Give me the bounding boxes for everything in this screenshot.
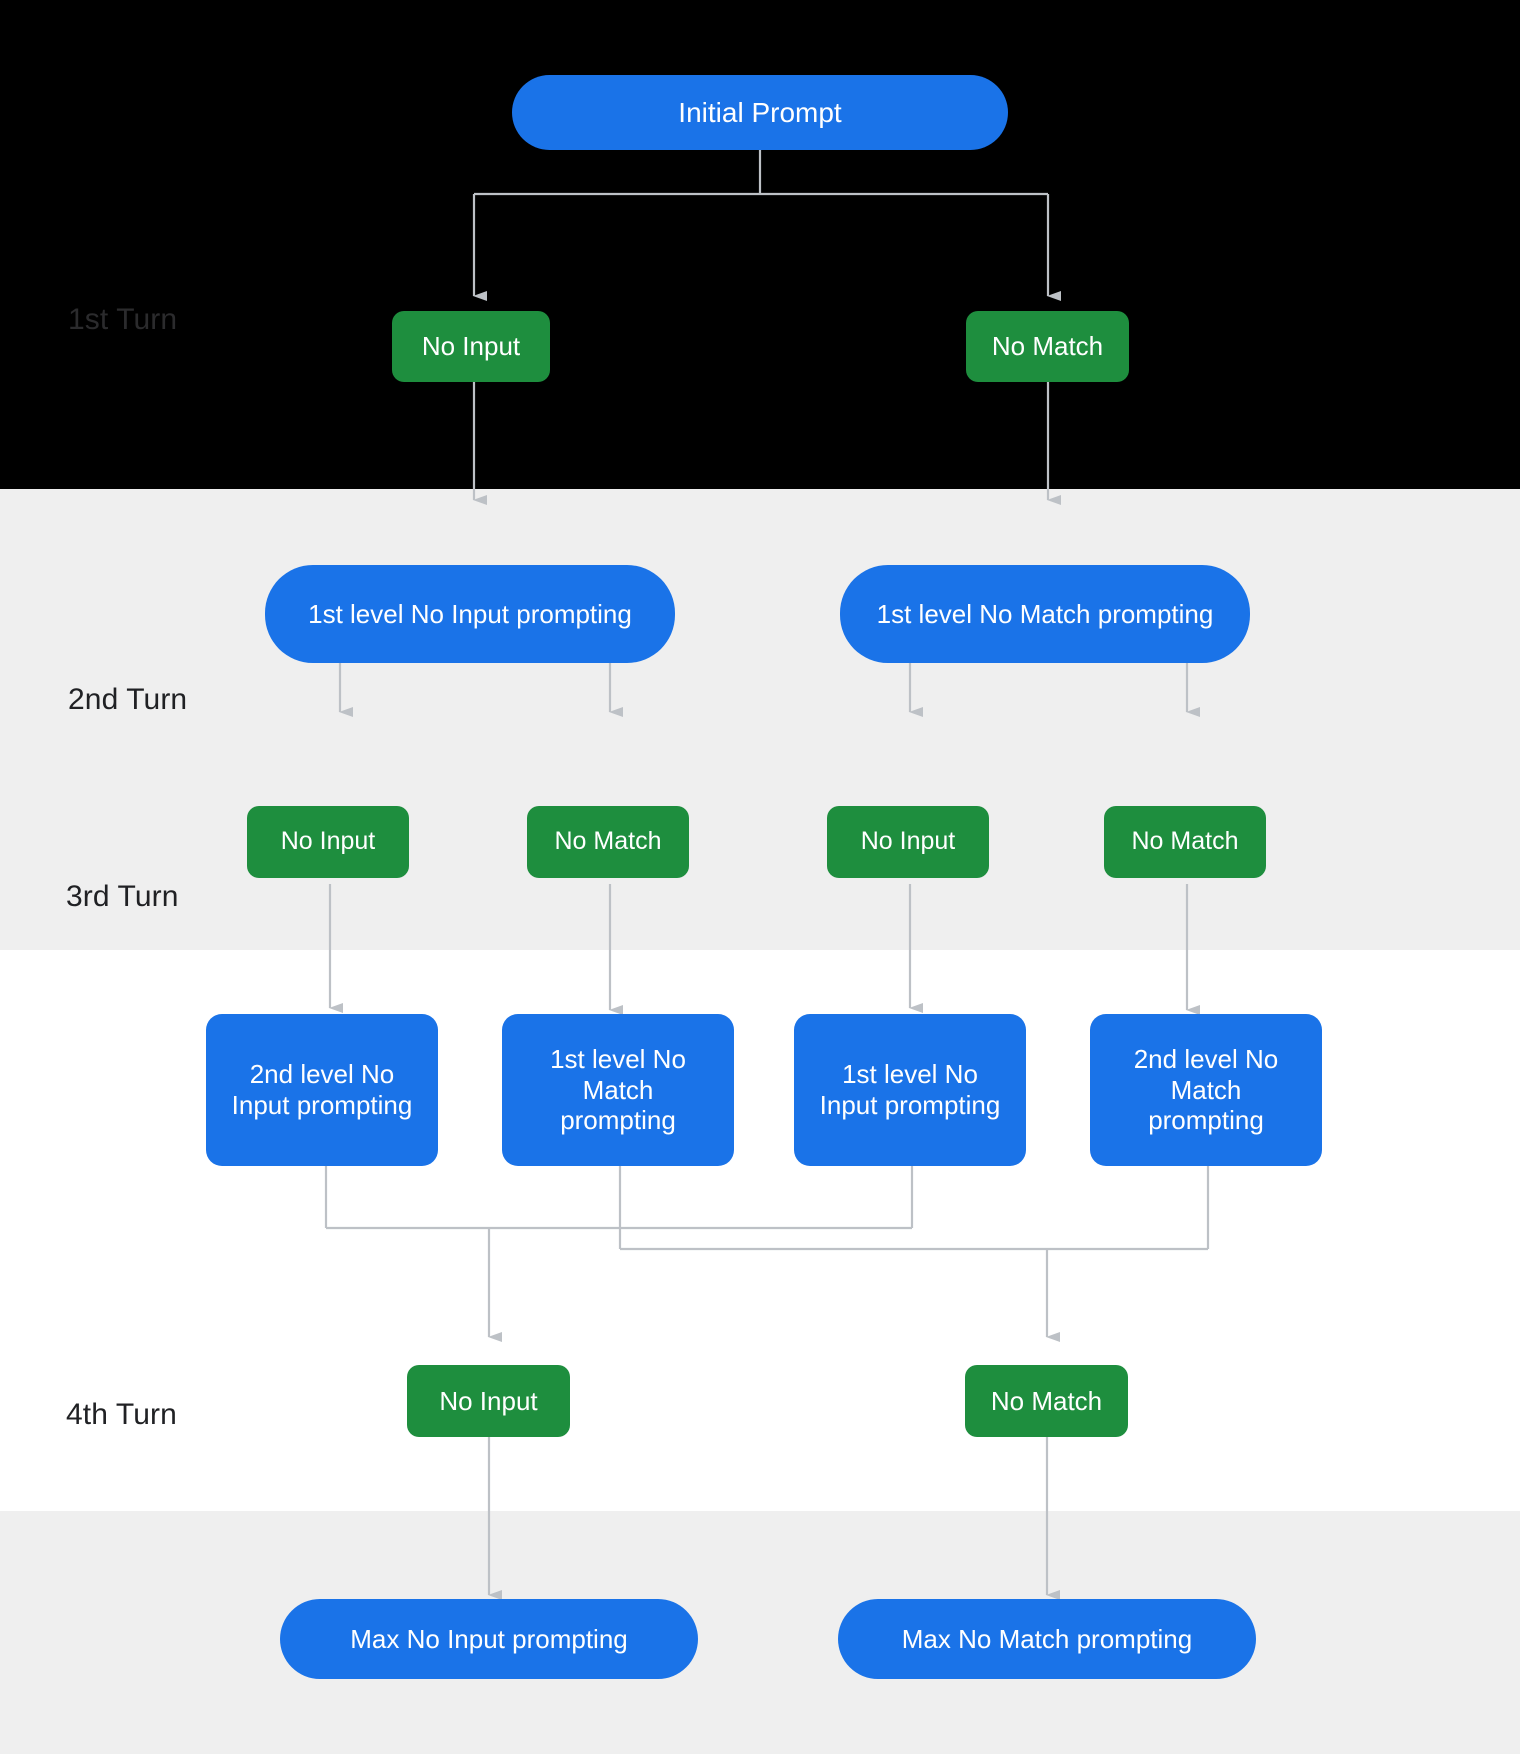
- turn-label-1st: 1st Turn: [68, 303, 178, 336]
- node-2nd-turn-no-input-right[interactable]: No Input: [827, 806, 989, 878]
- node-initial-prompt[interactable]: Initial Prompt: [512, 75, 1008, 150]
- node-3rd-turn-2nd-level-no-input-prompting[interactable]: 2nd level No Input prompting: [206, 1014, 438, 1166]
- node-2nd-turn-1st-level-no-match-prompting[interactable]: 1st level No Match prompting: [840, 565, 1250, 663]
- turn-label-2nd: 2nd Turn: [68, 683, 188, 716]
- node-4th-turn-max-no-input-prompting[interactable]: Max No Input prompting: [280, 1599, 698, 1679]
- turn-label-4th: 4th Turn: [66, 1398, 177, 1431]
- node-3rd-turn-no-match[interactable]: No Match: [965, 1365, 1128, 1437]
- turn-band-4th: [0, 1511, 1520, 1754]
- node-2nd-turn-no-match-right[interactable]: No Match: [1104, 806, 1266, 878]
- node-4th-turn-max-no-match-prompting[interactable]: Max No Match prompting: [838, 1599, 1256, 1679]
- turn-band-1st: [0, 0, 1520, 489]
- node-2nd-turn-no-match-left[interactable]: No Match: [527, 806, 689, 878]
- turn-label-3rd: 3rd Turn: [66, 880, 179, 913]
- node-3rd-turn-2nd-level-no-match-prompting[interactable]: 2nd level No Match prompting: [1090, 1014, 1322, 1166]
- node-3rd-turn-1st-level-no-input-prompting[interactable]: 1st level No Input prompting: [794, 1014, 1026, 1166]
- node-2nd-turn-1st-level-no-input-prompting[interactable]: 1st level No Input prompting: [265, 565, 675, 663]
- turn-band-2nd: [0, 489, 1520, 950]
- node-2nd-turn-no-input-left[interactable]: No Input: [247, 806, 409, 878]
- node-3rd-turn-1st-level-no-match-prompting[interactable]: 1st level No Match prompting: [502, 1014, 734, 1166]
- node-1st-turn-no-input[interactable]: No Input: [392, 311, 550, 382]
- node-1st-turn-no-match[interactable]: No Match: [966, 311, 1129, 382]
- node-3rd-turn-no-input[interactable]: No Input: [407, 1365, 570, 1437]
